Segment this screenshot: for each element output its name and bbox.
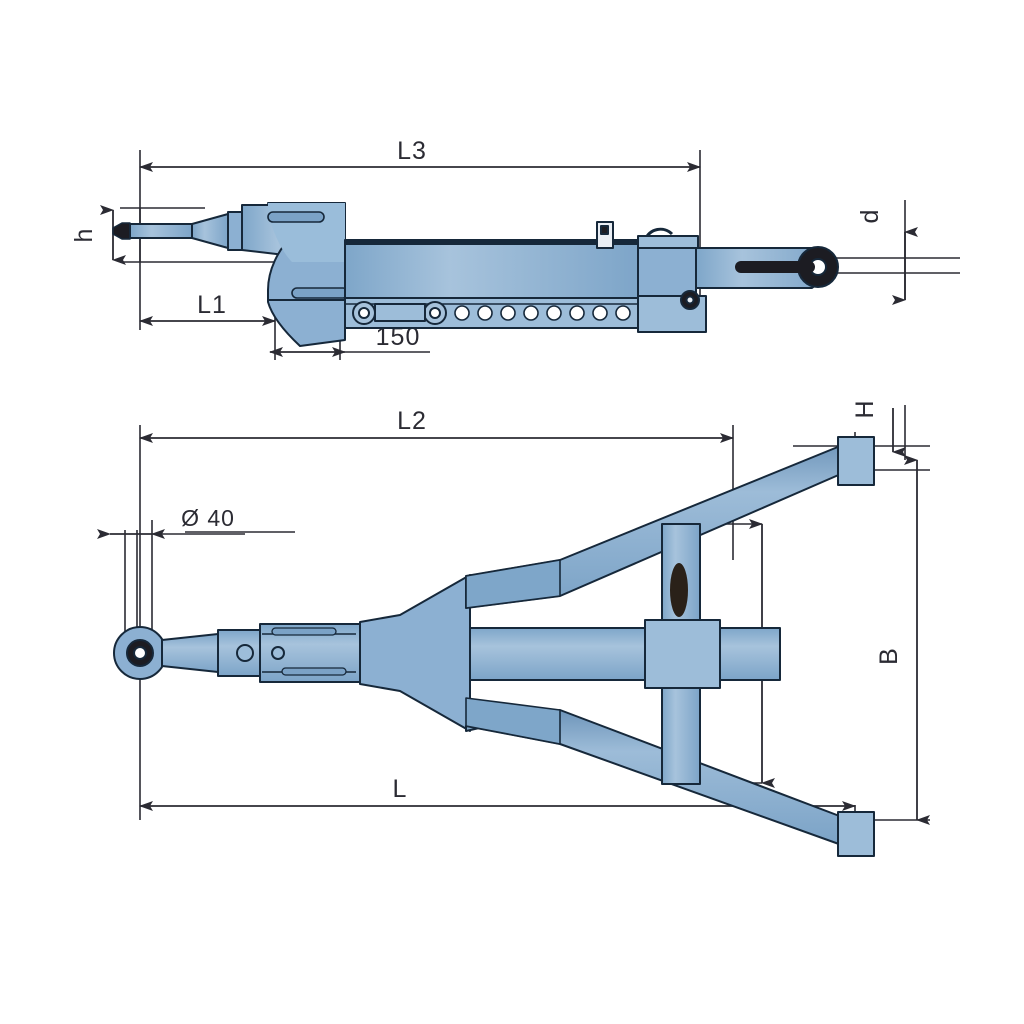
- plan-rear-plate-upper: [837, 436, 875, 486]
- dimension-label-diameter-40: Ø 40: [181, 505, 235, 531]
- dimension-label-H: H: [851, 399, 879, 418]
- plan-center-tube: [469, 627, 781, 681]
- side-rear-pin-hole: [685, 295, 695, 305]
- dimension-label-L: L: [393, 775, 408, 803]
- plan-hitch-shank: [161, 633, 219, 673]
- dimension-label-L3: L3: [397, 137, 427, 165]
- plan-center-hub: [644, 619, 721, 689]
- dimension-L1: L1: [139, 291, 276, 326]
- plan-view: L2 Ø 40 L B H: [97, 399, 930, 857]
- dimension-diameter-40: Ø 40: [97, 505, 245, 539]
- dimension-label-L1: L1: [197, 291, 227, 319]
- dimension-L2: L2: [139, 407, 734, 443]
- plan-hitch-eye-hole: [133, 646, 147, 660]
- dimension-H: H: [851, 399, 906, 457]
- plan-tube-hole: [236, 644, 254, 662]
- side-hitch-eye: [112, 222, 131, 240]
- side-hitch-shank: [129, 223, 193, 239]
- plan-vframe-fin-lower: [465, 697, 561, 745]
- side-hole-row: [454, 305, 631, 321]
- plan-vframe-apex: [359, 574, 471, 732]
- dimension-label-d: d: [856, 209, 884, 224]
- dimension-label-L2: L2: [397, 407, 427, 435]
- dimension-B: B: [875, 455, 930, 825]
- side-neck-taper: [191, 213, 229, 249]
- plan-rear-plate-lower: [837, 811, 875, 857]
- side-bracket-slot-lower: [291, 287, 349, 299]
- dimension-L3: L3: [139, 137, 701, 172]
- side-main-beam: [344, 239, 646, 303]
- side-rear-housing-lower: [637, 295, 707, 333]
- side-drawbar-body: [112, 202, 839, 347]
- dimension-h: h: [70, 205, 126, 265]
- dimension-label-B: B: [875, 647, 903, 665]
- side-neck-collar: [227, 211, 243, 251]
- plan-clamp-slot-bottom: [281, 667, 347, 676]
- dimension-label-h: h: [70, 228, 98, 243]
- plan-clamp-slot-top: [271, 627, 337, 636]
- side-roller-left-hole: [358, 307, 370, 319]
- dimension-d: d: [856, 209, 918, 305]
- plan-drawbar-body: [113, 436, 875, 857]
- side-jack-post-detail: [600, 225, 609, 235]
- side-elevation-view: L3 L1 150 h d: [70, 137, 960, 360]
- side-roller-link: [374, 303, 426, 322]
- plan-clamp-pin: [271, 646, 285, 660]
- side-bracket-skirt: [267, 299, 346, 347]
- plan-vframe-fin-upper: [465, 559, 561, 609]
- side-rear-eye-slot: [735, 261, 815, 273]
- side-bracket-slot-upper: [267, 211, 325, 223]
- side-roller-right-hole: [429, 307, 441, 319]
- plan-cross-tube-slot: [670, 563, 688, 617]
